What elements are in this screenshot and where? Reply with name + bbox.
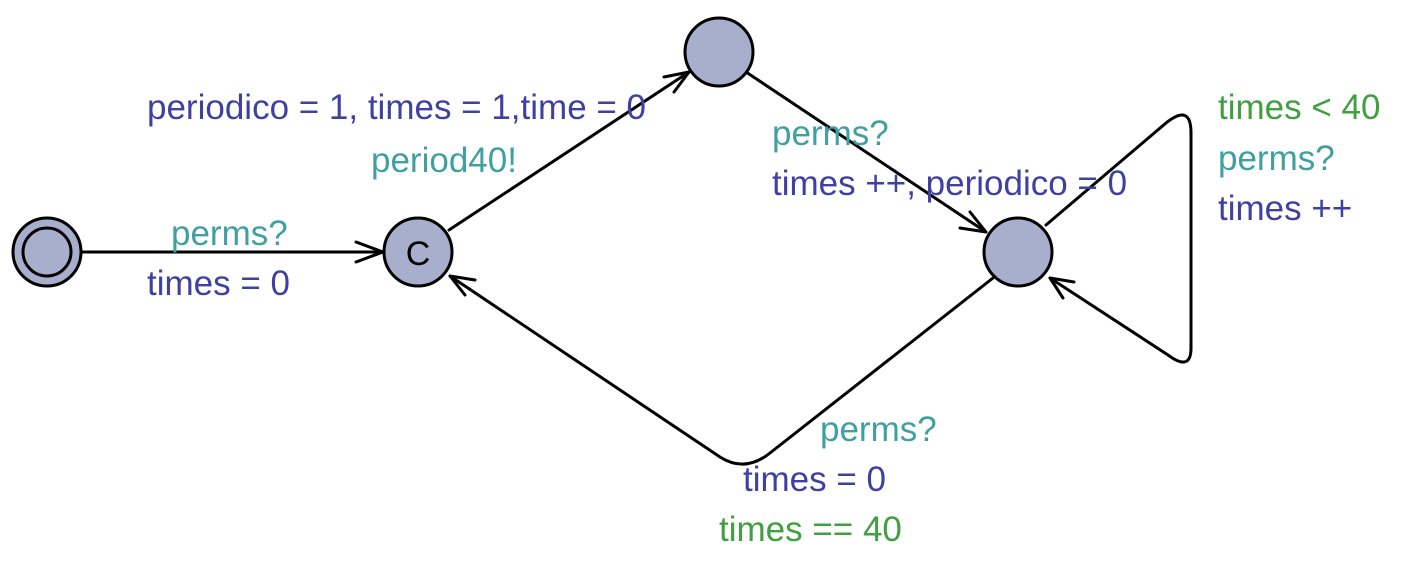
guard-label: times == 40 xyxy=(719,510,902,549)
update-label: times = 0 xyxy=(743,460,886,499)
sync-label: period40! xyxy=(371,141,517,180)
update-label: times ++ xyxy=(1218,189,1353,228)
location-right[interactable] xyxy=(982,216,1054,288)
sync-label: perms? xyxy=(820,410,937,449)
location-top[interactable] xyxy=(683,16,755,88)
sync-label: perms? xyxy=(171,214,288,253)
edge-right-selfloop[interactable] xyxy=(1044,113,1193,364)
guard-label: times < 40 xyxy=(1218,88,1381,127)
update-label: periodico = 1, times = 1,time = 0 xyxy=(147,88,647,127)
edge-top-to-right[interactable] xyxy=(744,70,988,234)
update-label: times ++, periodico = 0 xyxy=(772,164,1128,203)
location-committed[interactable] xyxy=(382,216,454,288)
sync-label: perms? xyxy=(772,114,889,153)
sync-label: perms? xyxy=(1218,139,1335,178)
location-initial[interactable] xyxy=(11,216,83,288)
edge-right-to-committed[interactable] xyxy=(448,274,995,466)
update-label: times = 0 xyxy=(147,264,290,303)
committed-mark: C xyxy=(406,235,431,273)
edge-committed-to-top[interactable] xyxy=(447,70,691,232)
